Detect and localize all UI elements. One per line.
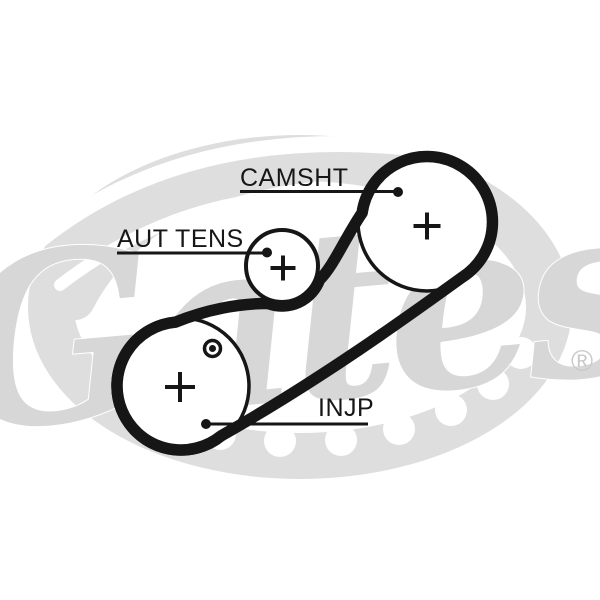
watermark-tooth: [505, 337, 537, 369]
watermark-tooth: [325, 424, 357, 456]
registered-trademark-symbol: ®: [571, 345, 593, 378]
watermark-tooth: [383, 413, 415, 445]
part-labels: CAMSHT AUT TENS INJP: [117, 164, 374, 422]
watermark-swoosh-white-lower: [54, 190, 306, 291]
label-camsht: CAMSHT: [240, 164, 349, 192]
camshaft-center-mark: [413, 212, 441, 240]
timing-belt-path: [111, 150, 499, 456]
stud-center-dot: [209, 345, 216, 352]
watermark-tooth: [477, 368, 509, 400]
tensioner-stud: [202, 338, 223, 359]
aut-tens-leader-dot: [262, 247, 272, 258]
watermark-brand-text: Gates: [0, 150, 600, 486]
tensioner-center-mark: [270, 255, 296, 281]
watermark-swoosh-white-upper: [32, 136, 438, 248]
label-aut-tens: AUT TENS: [117, 225, 244, 253]
injection-pump-center-mark: [165, 372, 195, 402]
injp-leader-dot: [201, 419, 211, 429]
label-injp: INJP: [318, 394, 374, 422]
center-marks: [165, 212, 441, 402]
watermark-tooth: [264, 425, 296, 457]
gates-watermark: Gates ®: [0, 135, 600, 487]
watermark-swoosh-gray: [55, 140, 350, 320]
camsht-leader-dot: [393, 187, 403, 197]
watermark-tooth: [435, 394, 467, 426]
